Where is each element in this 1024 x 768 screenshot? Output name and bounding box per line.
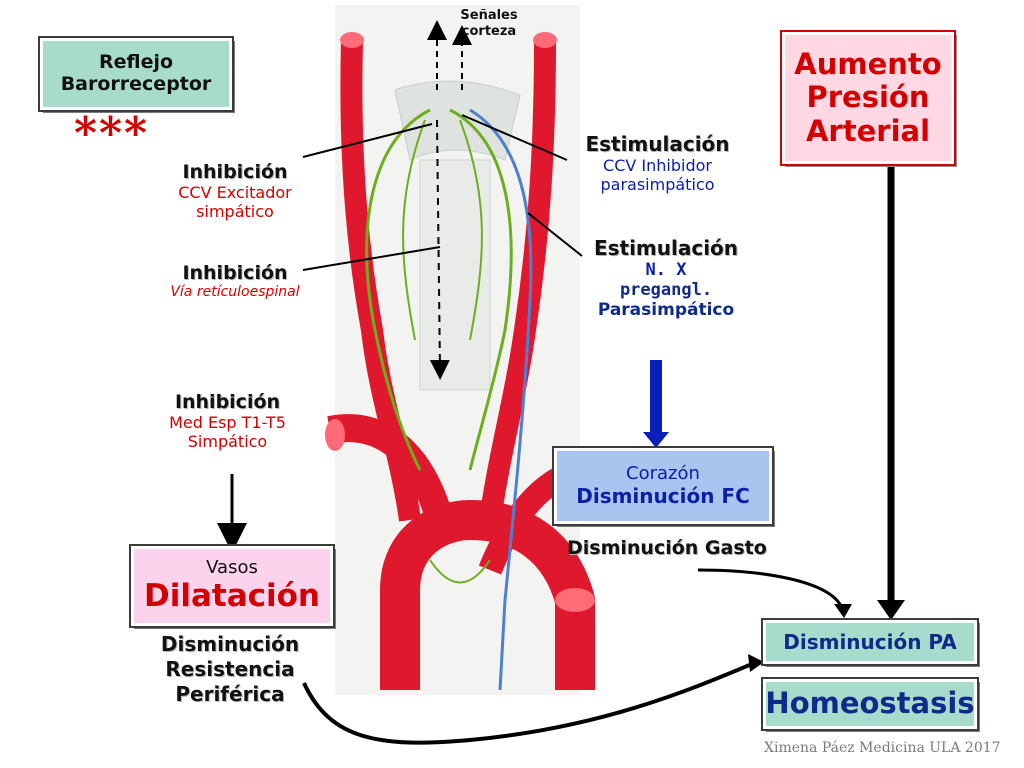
pointer-inhibition-ccv <box>302 123 433 158</box>
resistance-line1: Disminución <box>160 632 300 656</box>
stimulation-vagus-title: Estimulación <box>593 236 739 260</box>
spinal-column-shape <box>394 80 521 161</box>
artery-cut-end-subclavian <box>325 419 345 451</box>
homeostasis-box: Homeostasis <box>761 677 979 731</box>
arrow-gasto-head <box>834 604 852 618</box>
resistance-line2: Resistencia <box>165 657 295 681</box>
inhibition-reticulo-line1: Vía retículoespinal <box>170 284 300 300</box>
arrow-gasto-to-pa <box>697 568 844 609</box>
blood-pressure-rise-box: Aumento Presión Arterial <box>780 30 956 166</box>
vessels-line1: Vasos <box>206 556 258 578</box>
arrow-resistencia-head <box>748 654 764 672</box>
resistance-group: Disminución Resistencia Periférica <box>140 632 320 707</box>
stimulation-ccv-group: Estimulación CCV Inhibidor parasimpático <box>570 132 745 194</box>
pointer-stim-vagus <box>527 212 583 257</box>
reticulospinal-dash <box>429 119 450 380</box>
stimulation-vagus-line3: Parasimpático <box>597 300 735 320</box>
pointer-stim-ccv <box>461 114 568 161</box>
cortex-signals-label: Señales corteza <box>460 8 518 39</box>
stimulation-vagus-line2: pregangl. <box>619 280 713 300</box>
rise-line2: Presión <box>806 80 930 115</box>
stimulation-vagus-line1: N. X <box>645 260 687 280</box>
arrow-resistencia-to-homeo <box>302 662 753 745</box>
stimulation-ccv-line2: parasimpático <box>600 175 715 194</box>
heart-line1: Corazón <box>626 463 700 485</box>
blue-arrow-shaft <box>650 360 662 438</box>
nerve-inner-left <box>402 119 426 341</box>
red-stars: *** <box>74 108 150 159</box>
vagus-nerve <box>469 108 533 691</box>
aortic-arch <box>380 499 595 690</box>
inhibition-spinal-line2: Simpático <box>187 432 268 451</box>
pointer-inhibition-reticulo <box>302 246 441 271</box>
heart-line2: Disminución FC <box>576 483 750 508</box>
inhibition-spinal-title: Inhibición <box>174 391 281 413</box>
nerve-right <box>449 108 513 471</box>
heart-box: Corazón Disminución FC <box>552 446 774 526</box>
cardiac-output-label: Disminución Gasto <box>567 537 767 559</box>
aorta-cut-end <box>555 588 595 612</box>
rise-line3: Arterial <box>805 113 931 148</box>
author-credit: Ximena Páez Medicina ULA 2017 <box>764 740 1001 756</box>
inhibition-spinal-line1: Med Esp T1-T5 <box>169 413 286 432</box>
artery-cut-end-left <box>340 32 364 48</box>
inhibition-spinal-group: Inhibición Med Esp T1-T5 Simpático <box>140 391 315 451</box>
inhibition-ccv-line2: simpático <box>196 202 274 221</box>
nerve-arch <box>429 559 491 584</box>
stimulation-ccv-title: Estimulación <box>585 132 730 156</box>
right-carotid-artery <box>479 39 556 522</box>
baroreceptor-line1: Reflejo <box>98 51 174 74</box>
rise-line1: Aumento <box>794 46 942 81</box>
vessels-box: Vasos Dilatación <box>129 544 335 628</box>
stimulation-ccv-line1: CCV Inhibidor <box>603 156 712 175</box>
arrow-rise-to-pa-head <box>877 600 905 620</box>
nerve-left <box>365 108 431 471</box>
nerve-inner-right <box>459 119 483 341</box>
baroreceptor-line2: Barorreceptor <box>60 73 212 95</box>
baroreceptor-reflex-box: Reflejo Barorreceptor <box>38 36 234 112</box>
inhibition-ccv-line1: CCV Excitador <box>178 183 292 202</box>
pressure-drop-box: Disminución PA <box>761 618 979 666</box>
left-subclavian-artery <box>327 414 454 525</box>
vertebra-block <box>419 159 491 391</box>
inhibition-reticulospinal-group: Inhibición Vía retículoespinal <box>140 262 330 300</box>
stimulation-vagus-group: Estimulación N. X pregangl. Parasimpátic… <box>580 236 752 320</box>
resistance-line3: Periférica <box>175 682 285 706</box>
inhibition-ccv-title: Inhibición <box>182 161 288 183</box>
vessels-line2: Dilatación <box>143 577 320 614</box>
inhibition-reticulo-title: Inhibición <box>182 262 288 284</box>
inhibition-ccv-group: Inhibición CCV Excitador simpático <box>150 161 320 221</box>
artery-cut-end-right <box>533 32 557 48</box>
blue-arrow-head <box>643 432 669 448</box>
